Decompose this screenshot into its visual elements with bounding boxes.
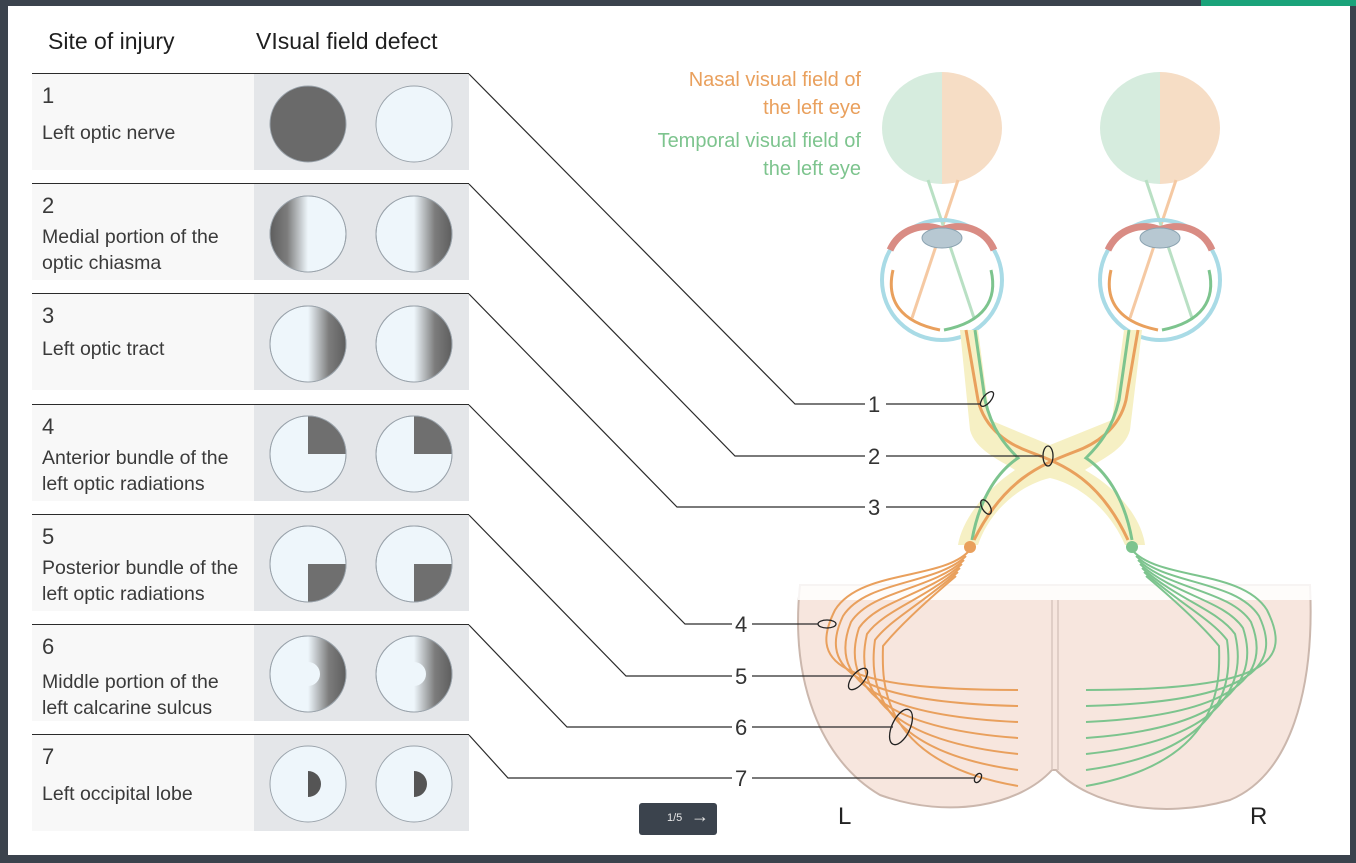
row-divider bbox=[32, 183, 469, 184]
light-rays bbox=[910, 179, 1194, 319]
injury-site: Middle portion of the left calcarine sul… bbox=[42, 671, 219, 719]
injury-number: 6 bbox=[42, 634, 55, 659]
injury-site: Left occipital lobe bbox=[42, 783, 193, 805]
lesion-number-5: 5 bbox=[735, 664, 747, 689]
lesion-marker-1 bbox=[979, 390, 995, 408]
site-cell: 4 Anterior bundle of the left optic radi… bbox=[32, 405, 254, 501]
lesion-numbers: 1 2 3 4 5 6 7 bbox=[735, 392, 880, 791]
left-lgn-node bbox=[964, 541, 976, 553]
injury-number: 7 bbox=[42, 744, 55, 769]
defect-left-eye-4 bbox=[269, 415, 347, 493]
row-divider bbox=[32, 293, 469, 294]
row-divider bbox=[32, 734, 469, 735]
row-divider bbox=[32, 73, 469, 74]
nasal-field-label: Nasal visual field of the left eye bbox=[688, 69, 861, 119]
pager-page-indicator: 1/5 bbox=[667, 812, 683, 824]
leader-line-6 bbox=[468, 624, 732, 728]
lesion-marker-7 bbox=[973, 772, 983, 784]
injury-site: Left optic nerve bbox=[42, 122, 176, 144]
row-divider bbox=[32, 514, 469, 515]
visual-field-defect-header: VIsual field defect bbox=[256, 28, 438, 54]
lesion-number-1: 1 bbox=[868, 392, 880, 417]
defect-left-eye-5 bbox=[269, 525, 347, 603]
injury-number: 1 bbox=[42, 83, 55, 108]
defect-left-eye-2 bbox=[269, 195, 347, 273]
lesion-marker-6 bbox=[888, 708, 914, 746]
defect-right-eye-5 bbox=[375, 525, 453, 603]
lesion-marker-5 bbox=[847, 667, 869, 691]
leader-line-7 bbox=[468, 734, 732, 779]
leader-lines bbox=[468, 73, 1042, 779]
defect-right-eye-2 bbox=[375, 195, 453, 273]
temporal-field-label: Temporal visual field of the left eye bbox=[657, 130, 861, 180]
defect-right-eye-3 bbox=[375, 305, 453, 383]
site-cell: 7 Left occipital lobe bbox=[32, 735, 254, 831]
right-lgn-node bbox=[1126, 541, 1138, 553]
defect-right-eye-4 bbox=[375, 415, 453, 493]
right-optic-fibers bbox=[972, 329, 1140, 541]
lesion-number-2: 2 bbox=[868, 444, 880, 469]
injury-number: 3 bbox=[42, 303, 55, 328]
injury-site: Medial portion of the optic chiasma bbox=[42, 226, 219, 274]
lesion-marker-3 bbox=[980, 499, 992, 515]
leader-line-4 bbox=[468, 404, 732, 625]
right-eyeball bbox=[1098, 218, 1222, 342]
injury-number: 4 bbox=[42, 414, 55, 439]
row-divider bbox=[32, 404, 469, 405]
injury-number: 2 bbox=[42, 193, 55, 218]
site-cell: 3 Left optic tract bbox=[32, 294, 254, 390]
lesion-number-7: 7 bbox=[735, 766, 747, 791]
defect-left-eye-6 bbox=[269, 635, 347, 713]
lesion-markers bbox=[817, 390, 1054, 784]
leader-line-5 bbox=[468, 514, 732, 677]
left-optic-fibers bbox=[964, 329, 1130, 541]
site-of-injury-header: Site of injury bbox=[48, 28, 175, 54]
lesion-number-4: 4 bbox=[735, 612, 747, 637]
left-eyeball bbox=[880, 218, 1004, 342]
right-optic-radiations bbox=[1085, 551, 1277, 787]
right-eye-visual-field bbox=[1100, 72, 1220, 184]
row-divider bbox=[32, 624, 469, 625]
defect-left-eye-7 bbox=[269, 745, 347, 823]
window-top-bar bbox=[0, 0, 1356, 6]
defect-left-eye-1 bbox=[269, 85, 347, 163]
injury-number: 5 bbox=[42, 524, 55, 549]
left-eye-visual-field bbox=[882, 72, 1002, 184]
optic-chiasm-background bbox=[958, 330, 1145, 545]
defect-right-eye-7 bbox=[375, 745, 453, 823]
leader-line-3 bbox=[468, 293, 865, 508]
lesion-number-3: 3 bbox=[868, 495, 880, 520]
arrow-right-icon: → bbox=[691, 806, 709, 826]
leader-line-2 bbox=[468, 183, 865, 457]
site-cell: 1 Left optic nerve bbox=[32, 74, 254, 170]
injury-row-2: 2 Medial portion of the optic chiasma bbox=[32, 183, 469, 280]
lesion-number-6: 6 bbox=[735, 715, 747, 740]
defect-right-eye-1 bbox=[375, 85, 453, 163]
injury-site: Posterior bundle of the left optic radia… bbox=[42, 557, 239, 605]
leader-line-1 bbox=[468, 73, 865, 405]
pager-next-button[interactable]: 1/5 → bbox=[639, 803, 717, 835]
window-accent-bar bbox=[1201, 0, 1356, 6]
defect-left-eye-3 bbox=[269, 305, 347, 383]
site-cell: 5 Posterior bundle of the left optic rad… bbox=[32, 515, 254, 611]
right-side-label: R bbox=[1250, 803, 1268, 830]
injury-site: Left optic tract bbox=[42, 338, 165, 360]
lesion-marker-2 bbox=[1042, 445, 1054, 467]
occipital-brain-shape bbox=[797, 560, 1312, 810]
defect-right-eye-6 bbox=[375, 635, 453, 713]
left-optic-radiations bbox=[825, 551, 1019, 787]
site-cell: 2 Medial portion of the optic chiasma bbox=[32, 184, 254, 280]
site-cell: 6 Middle portion of the left calcarine s… bbox=[32, 625, 254, 721]
injury-site: Anterior bundle of the left optic radiat… bbox=[42, 447, 229, 495]
left-side-label: L bbox=[838, 803, 852, 830]
